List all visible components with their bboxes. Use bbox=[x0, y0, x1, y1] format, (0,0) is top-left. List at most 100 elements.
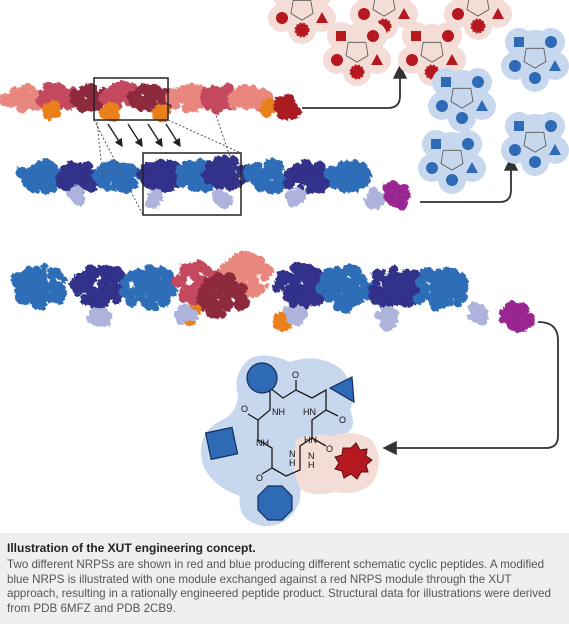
residue-triangle bbox=[549, 144, 561, 155]
atom-label: O bbox=[256, 473, 263, 483]
atom-label: O bbox=[326, 444, 333, 454]
residue-square bbox=[441, 77, 451, 87]
atom-label: NH bbox=[256, 438, 269, 448]
residue-circle bbox=[331, 54, 343, 66]
cyclic-peptide bbox=[268, 0, 336, 44]
atom-label: N bbox=[308, 451, 315, 461]
atom-label: O bbox=[241, 404, 248, 414]
residue-circle bbox=[442, 30, 454, 42]
hybrid-blue-domain bbox=[315, 263, 375, 314]
exchange-arrows bbox=[93, 111, 242, 216]
cyclic-peptide bbox=[350, 0, 418, 40]
residue-triangle bbox=[328, 376, 355, 404]
residue-star bbox=[470, 18, 486, 34]
residue-circle bbox=[452, 8, 464, 20]
down-arrow-icon bbox=[165, 123, 181, 148]
residue-square bbox=[204, 426, 239, 461]
residue-square bbox=[431, 139, 441, 149]
residue-triangle bbox=[371, 54, 383, 65]
blue-nrps-pcp-domain bbox=[65, 185, 86, 206]
residue-circle bbox=[446, 174, 458, 186]
down-arrow-icon bbox=[147, 123, 163, 148]
residue-square bbox=[514, 37, 524, 47]
cyclic-peptide bbox=[501, 112, 569, 176]
cyclic-peptide bbox=[428, 68, 496, 132]
residue-circle bbox=[545, 36, 557, 48]
residue-octagon bbox=[257, 485, 293, 521]
residue-circle bbox=[246, 362, 278, 394]
blue-nrps-domain bbox=[283, 158, 334, 195]
caption-body: Two different NRPSs are shown in red and… bbox=[7, 558, 551, 615]
residue-circle bbox=[276, 12, 288, 24]
blue-nrps-pcp-domain bbox=[144, 188, 164, 209]
curved-arrow-icon bbox=[382, 321, 559, 456]
down-arrow-icon bbox=[127, 123, 143, 148]
residue-star bbox=[294, 22, 310, 38]
hybrid-pcp-lavender bbox=[282, 305, 308, 327]
hybrid-blue-domain bbox=[10, 262, 68, 311]
curved-arrow-icon bbox=[302, 64, 408, 109]
residue-circle bbox=[426, 162, 438, 174]
residue-circle bbox=[509, 144, 521, 156]
red-nrps-protein bbox=[0, 80, 302, 123]
red-nrps-pcp-domain bbox=[42, 100, 61, 121]
atom-label: H bbox=[289, 458, 296, 468]
peptide-blue-halo bbox=[200, 355, 354, 527]
red-nrps-domain bbox=[127, 83, 175, 113]
engineered-peptide-product: O NH HN O HN O NH N H O N H O bbox=[200, 355, 379, 527]
atom-label: O bbox=[339, 415, 346, 425]
hybrid-blue-domain bbox=[68, 264, 130, 311]
blue-nrps-domain bbox=[200, 155, 252, 192]
blue-module-selection-box bbox=[142, 152, 242, 216]
blue-nrps-pcp-domain bbox=[364, 186, 386, 210]
residue-square bbox=[411, 31, 421, 41]
atom-label: HN bbox=[304, 435, 317, 445]
residue-square bbox=[336, 31, 346, 41]
residue-star bbox=[349, 64, 365, 80]
hybrid-nrps-protein bbox=[10, 250, 535, 334]
residue-triangle bbox=[492, 8, 504, 19]
hybrid-blue-domain bbox=[119, 263, 178, 312]
residue-circle bbox=[406, 54, 418, 66]
residue-circle bbox=[529, 156, 541, 168]
residue-circle bbox=[436, 100, 448, 112]
atom-label: NH bbox=[272, 407, 285, 417]
blue-nrps-pcp-domain bbox=[284, 187, 307, 208]
blue-nrps-te-domain bbox=[382, 180, 411, 211]
red-module-selection-box bbox=[93, 77, 169, 121]
hybrid-te-domain bbox=[498, 300, 535, 334]
residue-circle bbox=[456, 112, 468, 124]
cyclic-peptide bbox=[323, 22, 391, 86]
residue-triangle bbox=[466, 162, 478, 173]
curved-arrow-icon bbox=[420, 156, 519, 203]
residue-circle bbox=[462, 138, 474, 150]
hybrid-blue-domain bbox=[272, 261, 330, 311]
blue-nrps-protein bbox=[15, 155, 411, 211]
hybrid-blue-domain bbox=[412, 266, 469, 312]
blue-nrps-domain bbox=[91, 159, 143, 194]
down-arrow-icon bbox=[107, 123, 123, 148]
residue-circle bbox=[509, 60, 521, 72]
residue-triangle bbox=[316, 12, 328, 23]
hybrid-pcp-lavender bbox=[86, 307, 113, 328]
hybrid-pcp-lavender bbox=[466, 301, 489, 326]
red-nrps-pcp-domain bbox=[259, 98, 277, 119]
caption-title: Illustration of the XUT engineering conc… bbox=[7, 541, 256, 555]
residue-square bbox=[514, 121, 524, 131]
hybrid-pcp-lavender bbox=[173, 303, 200, 326]
red-nrps-te-domain bbox=[273, 93, 302, 120]
xut-diagram: O NH HN O HN O NH N H O N H O bbox=[0, 0, 569, 527]
cyclic-peptide bbox=[418, 130, 486, 194]
atom-label: H bbox=[308, 460, 315, 470]
residue-triangle bbox=[549, 60, 561, 71]
residue-circle bbox=[358, 8, 370, 20]
blue-nrps-domain bbox=[323, 158, 372, 194]
residue-circle bbox=[367, 30, 379, 42]
residue-triangle bbox=[398, 8, 410, 19]
hybrid-pcp-lavender bbox=[374, 305, 400, 332]
red-cyclic-peptides bbox=[268, 0, 512, 86]
red-nrps-domain bbox=[227, 84, 274, 112]
xut-figure: O NH HN O HN O NH N H O N H O bbox=[0, 0, 569, 527]
residue-triangle bbox=[476, 100, 488, 111]
residue-circle bbox=[472, 76, 484, 88]
